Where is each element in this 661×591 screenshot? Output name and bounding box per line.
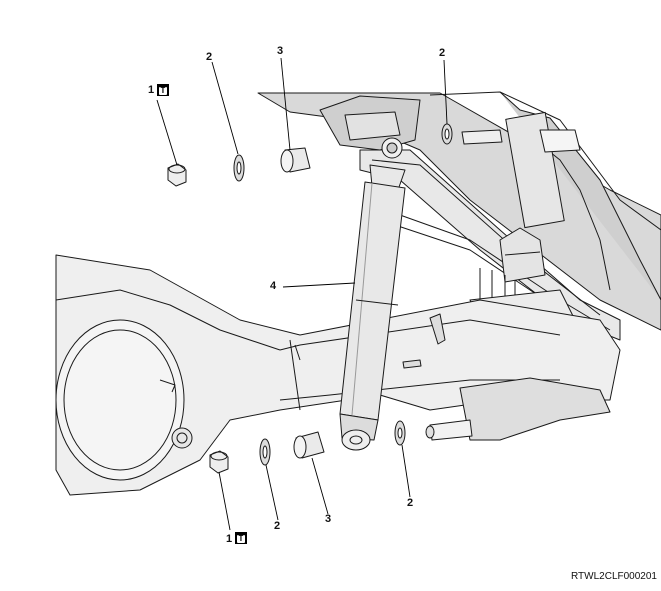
frame-rail — [257, 91, 661, 331]
leader-2-top-right — [443, 59, 448, 125]
spring-seat — [425, 377, 611, 441]
upper-shock-mount — [319, 95, 421, 159]
callout-2-top-left: 2 — [206, 51, 213, 63]
torque-icon: T — [235, 532, 247, 544]
leader-1-top — [156, 99, 178, 166]
leader-4 — [282, 282, 356, 288]
leader-2-bottom-right — [401, 444, 411, 498]
shock-absorber — [339, 164, 406, 451]
leader-1-bottom — [218, 471, 231, 531]
callout-4: 4 — [270, 280, 277, 292]
leader-2-top-left — [211, 61, 239, 155]
leader-2-bottom-mid — [265, 464, 279, 521]
callout-2-bottom-mid: 2 — [274, 520, 281, 532]
callout-1-bottom: 1 — [226, 533, 233, 545]
callout-3-bottom: 3 — [325, 513, 332, 525]
upper-hardware — [167, 123, 503, 187]
leader-lines — [156, 57, 448, 531]
torque-icon-letter: T — [159, 86, 167, 95]
leader-3-top — [280, 57, 291, 151]
callout-2-top-right: 2 — [439, 47, 446, 59]
callout-2-bottom-right: 2 — [407, 497, 414, 509]
lower-hardware — [209, 420, 406, 474]
leader-3-bottom — [311, 457, 329, 515]
torque-icon: T — [157, 84, 169, 96]
callout-1-top: 1 — [148, 84, 155, 96]
figure-id: RTWL2CLF000201 — [571, 571, 657, 582]
callout-3-top: 3 — [277, 45, 284, 57]
torque-icon-letter: T — [237, 534, 245, 543]
bump-stop — [499, 227, 546, 283]
axle-housing — [55, 254, 621, 496]
